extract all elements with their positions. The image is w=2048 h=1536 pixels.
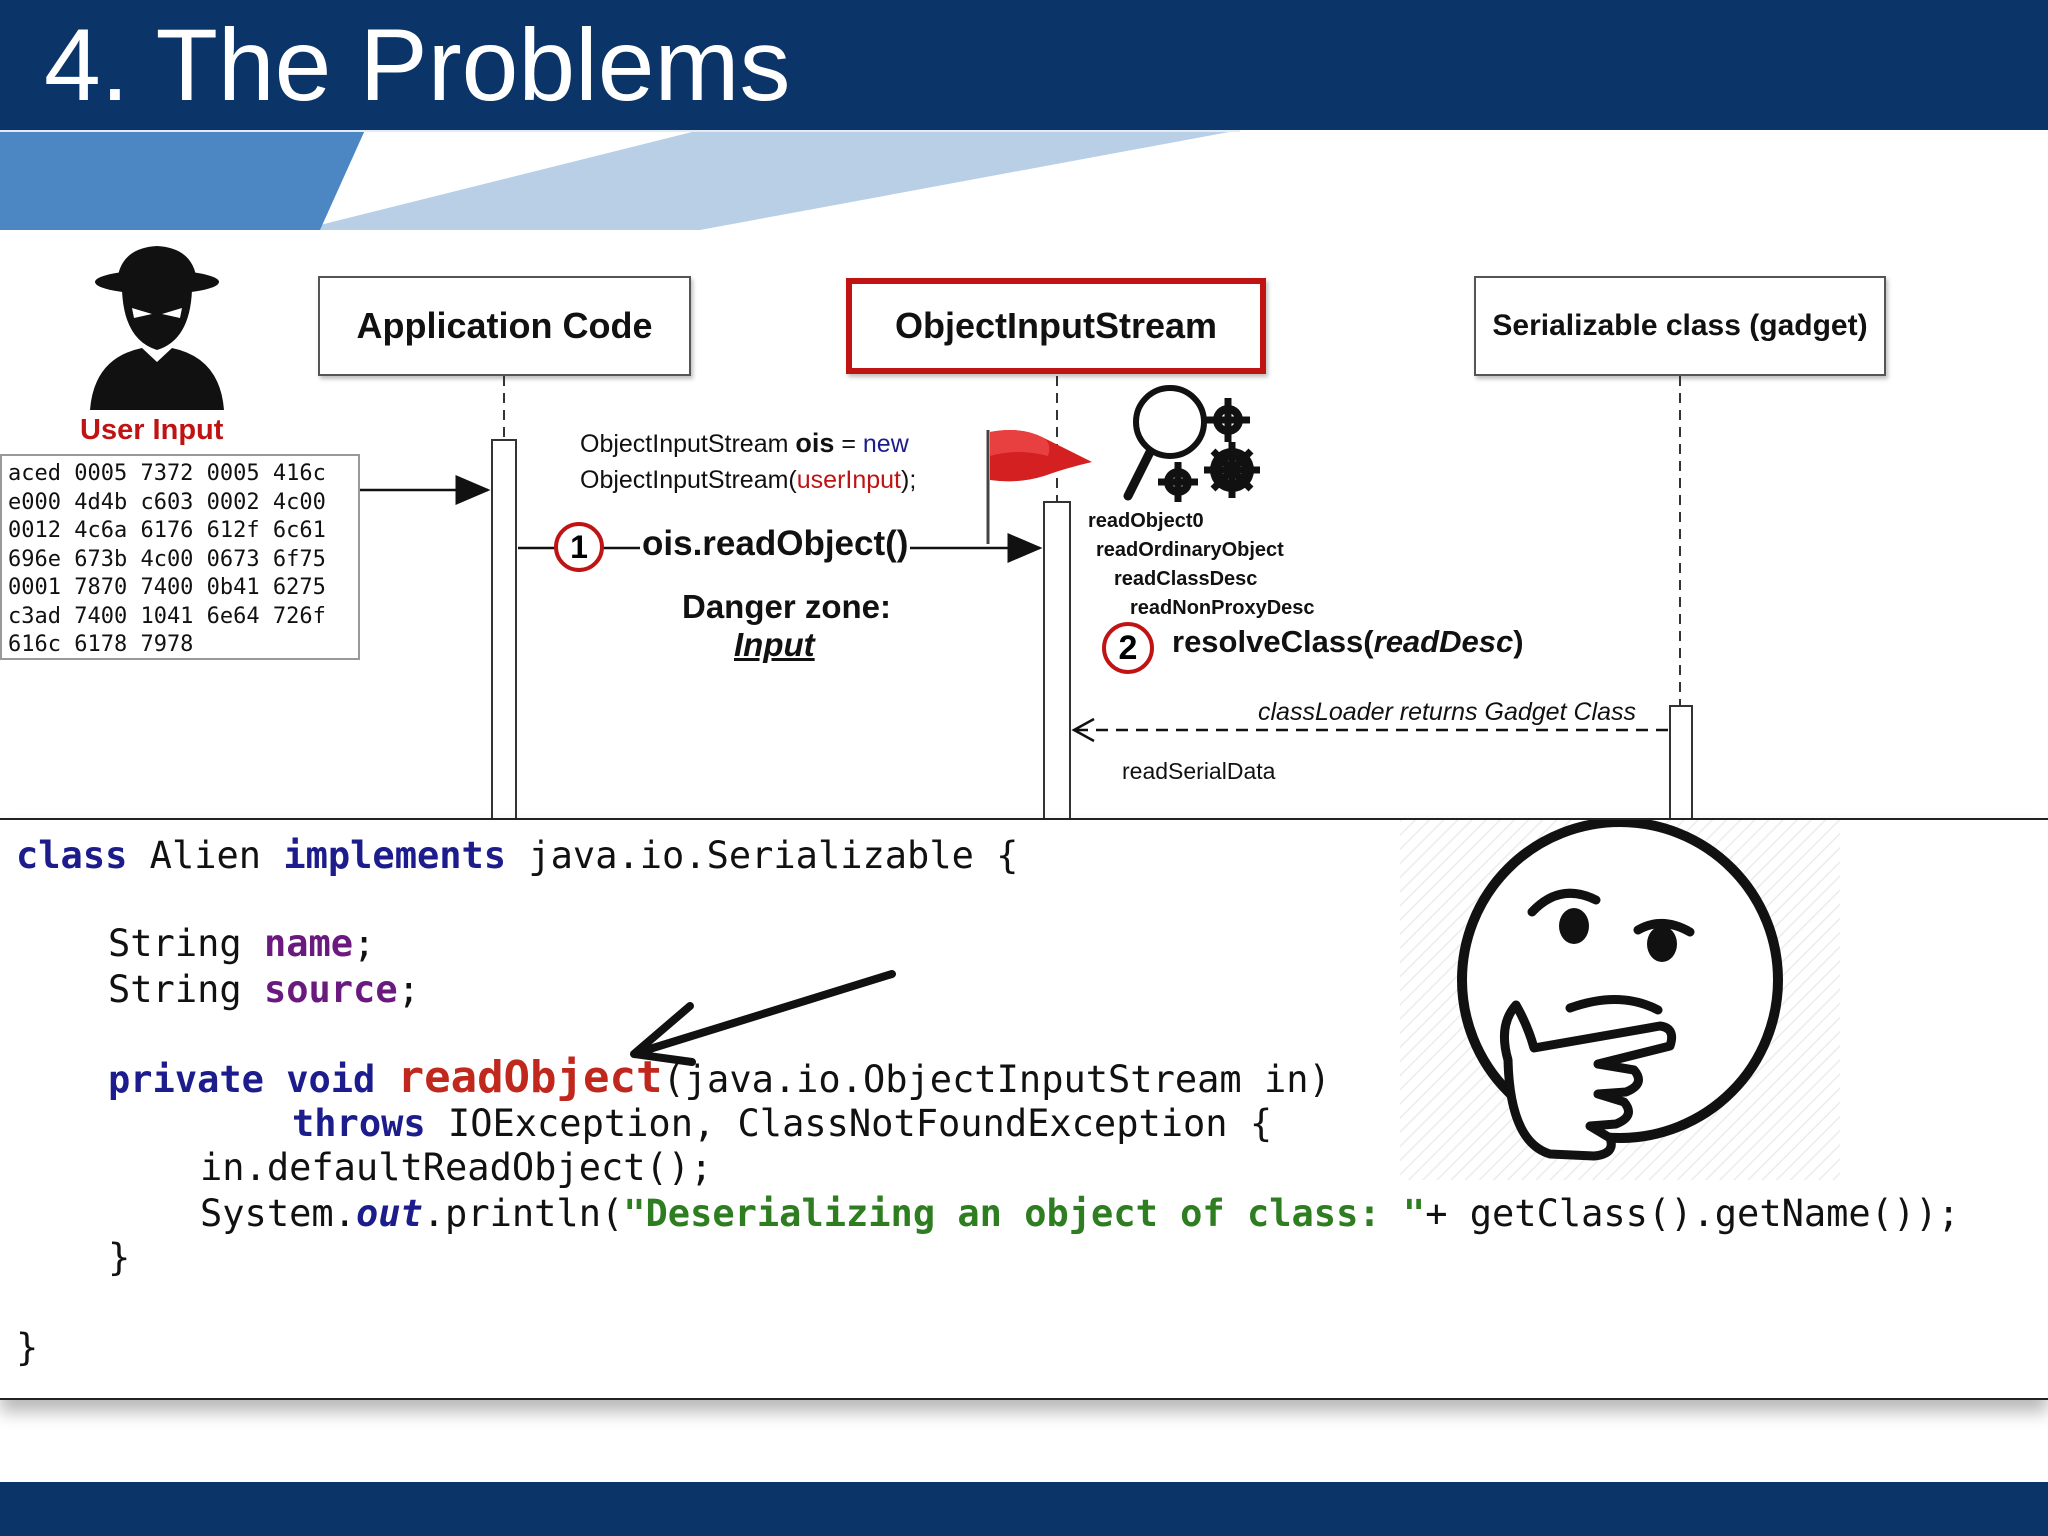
new-stream-statement-line2: ObjectInputStream(userInput); xyxy=(580,466,916,495)
code-text: java.io.Serializable { xyxy=(506,834,1019,877)
code-text: ; xyxy=(353,922,376,965)
code-keyword: class xyxy=(16,834,128,877)
lifeline-application-code: Application Code xyxy=(318,276,691,376)
resolve-class-close: ) xyxy=(1513,624,1524,659)
return-message-label: classLoader returns Gadget Class xyxy=(1258,698,1636,726)
footer-bar xyxy=(0,1482,2048,1536)
call-read-class-desc: readClassDesc xyxy=(1114,568,1258,590)
flag-icon xyxy=(986,430,1092,544)
code-line-class-close: } xyxy=(16,1326,39,1369)
code-line-method-close: } xyxy=(108,1236,131,1279)
code-text: String xyxy=(108,968,264,1011)
lifeline-object-input-stream: ObjectInputStream xyxy=(846,278,1266,374)
code-line-field-source: String source; xyxy=(108,968,420,1012)
code-string: "Deserializing an object of class: " xyxy=(623,1192,1426,1235)
thinking-face-icon xyxy=(1400,820,1840,1180)
stmt-close: ); xyxy=(901,466,917,494)
code-field: name xyxy=(263,922,354,965)
hex-line: 696e 673b 4c00 0673 6f75 xyxy=(8,546,326,572)
code-keyword: private void xyxy=(108,1058,376,1101)
hex-line: e000 4d4b c603 0002 4c00 xyxy=(8,489,326,515)
code-text: ; xyxy=(397,968,420,1011)
arrow-icon xyxy=(630,970,896,1066)
header-stripe-decoration xyxy=(0,130,1240,230)
hex-line: 0001 7870 7400 0b41 6275 xyxy=(8,575,326,600)
code-text: Alien xyxy=(127,834,284,877)
call-read-ordinary-object: readOrdinaryObject xyxy=(1096,539,1284,561)
code-static-field: out xyxy=(355,1192,423,1235)
code-line-field-name: String name; xyxy=(108,922,375,966)
hex-line: 0012 4c6a 6176 612f 6c61 xyxy=(8,518,326,543)
code-text: System. xyxy=(200,1192,356,1235)
user-input-label: User Input xyxy=(80,414,224,446)
resolve-class-call: resolveClass(readDesc) xyxy=(1172,624,1524,660)
code-line-default-read: in.defaultReadObject(); xyxy=(200,1146,713,1189)
stmt-type: ObjectInputStream xyxy=(580,430,796,458)
code-text xyxy=(375,1058,397,1101)
step-2-marker: 2 xyxy=(1102,622,1154,674)
code-text: IOException, ClassNotFoundException { xyxy=(425,1102,1273,1145)
stmt-new-keyword: new xyxy=(862,430,909,458)
code-text: (java.io.ObjectInputStream in) xyxy=(662,1058,1331,1101)
step-1-marker: 1 xyxy=(554,522,604,572)
new-stream-statement-line1: ObjectInputStream ois = new xyxy=(580,428,909,459)
stmt-variable: ois xyxy=(795,428,835,458)
call-read-object0: readObject0 xyxy=(1088,510,1204,532)
code-keyword: implements xyxy=(283,834,507,877)
code-text: .println( xyxy=(422,1192,624,1235)
code-line-method-signature: private void readObject(java.io.ObjectIn… xyxy=(108,1056,1331,1102)
code-line-println: System.out.println("Deserializing an obj… xyxy=(200,1192,1960,1236)
stmt-equals: = xyxy=(834,430,863,458)
code-keyword: throws xyxy=(292,1102,426,1145)
stmt-constructor: ObjectInputStream( xyxy=(580,466,797,494)
sequence-lines xyxy=(360,376,1693,820)
lifeline-gadget-class: Serializable class (gadget) xyxy=(1474,276,1886,376)
code-text: + getClass().getName()); xyxy=(1425,1192,1960,1235)
stmt-user-input: userInput xyxy=(796,466,902,494)
danger-input-label: Input xyxy=(734,626,815,663)
hex-dump: aced 0005 7372 0005 416c e000 4d4b c603 0… xyxy=(0,454,360,660)
code-text: String xyxy=(108,922,264,965)
hex-line: c3ad 7400 1041 6e64 726f xyxy=(8,603,326,629)
hex-line: 616c 6178 7978 xyxy=(8,632,194,657)
call-read-non-proxy-desc: readNonProxyDesc xyxy=(1130,597,1315,619)
code-method-name: readObject xyxy=(397,1052,663,1103)
read-object-call: ois.readObject() xyxy=(640,524,911,564)
read-serial-data-label: readSerialData xyxy=(1122,758,1276,784)
code-line-throws: throws IOException, ClassNotFoundExcepti… xyxy=(292,1102,1272,1146)
slide-title: 4. The Problems xyxy=(44,8,791,122)
title-bar xyxy=(0,0,2048,130)
code-line-class-decl: class Alien implements java.io.Serializa… xyxy=(16,834,1018,878)
resolve-class-arg: readDesc xyxy=(1373,624,1514,659)
magnifier-gears-icon xyxy=(1123,385,1260,502)
hex-line: aced 0005 7372 0005 416c xyxy=(8,461,326,486)
resolve-class-name: resolveClass( xyxy=(1172,624,1374,659)
danger-zone-label: Danger zone: xyxy=(682,588,892,625)
spy-icon xyxy=(90,246,224,410)
code-field: source xyxy=(263,968,398,1011)
